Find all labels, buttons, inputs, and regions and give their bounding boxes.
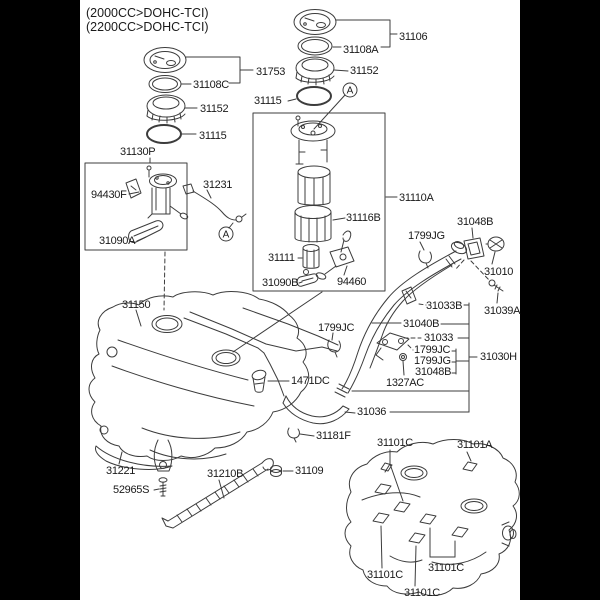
diagram-line-art [84,9,520,596]
part-label-31115-left: 31115 [199,130,227,142]
header-engine-spec-2: (2200CC>DOHC-TCI) [86,20,209,34]
fuel-pump-plate-cap-right-drawing [287,9,398,130]
part-label-31152-left: 31152 [200,103,228,115]
part-label-31036: 31036 [357,406,386,418]
part-label-31109: 31109 [295,465,323,477]
part-label-31090A: 31090A [99,235,136,247]
part-label-1799JC-tank: 1799JC [318,322,354,334]
part-label-52965S: 52965S [113,484,149,496]
part-label-1799JC-stack: 1799JC [414,344,450,356]
part-label-1799JG-neck-top: 1799JG [408,230,445,242]
part-label-31116B: 31116B [346,212,381,224]
part-label-31101A: 31101A [457,439,493,451]
part-labels: 31753 31108C 31152 31115 31106 31108A 31152 311… [91,31,521,599]
part-label-1799JG-stack: 1799JG [414,355,451,367]
part-label-94430F: 94430F [91,189,127,201]
part-label-31010: 31010 [484,266,513,278]
part-label-31039A: 31039A [484,305,521,317]
part-label-31030H: 31030H [480,351,517,363]
fuel-tank-drawing [88,291,339,461]
label-bracket-lines [351,302,478,413]
part-label-31101C-bottom-mid: 31101C [428,562,464,574]
part-label-31040B: 31040B [403,318,439,330]
tank-protector-drawing [95,439,173,497]
view-marker-a-left: A [223,230,230,241]
part-label-31108C: 31108C [193,79,229,91]
filler-neck-drawing [334,227,505,398]
part-label-1327AC: 1327AC [386,377,424,389]
part-label-31150: 31150 [122,299,150,311]
part-label-31115-right: 31115 [254,95,282,107]
part-label-31048B-stack: 31048B [415,366,451,378]
part-label-31033: 31033 [424,332,453,344]
part-label-31231: 31231 [203,179,232,191]
fuel-pump-sender-box-drawing [84,157,189,311]
tank-band-drawing [161,458,294,529]
header-labels: (2000CC>DOHC-TCI)(2200CC>DOHC-TCI) [86,6,209,34]
part-label-1471DC: 1471DC [291,375,330,387]
part-label-31106: 31106 [399,31,427,43]
part-label-31110A: 31110A [399,192,434,204]
fuel-pump-assembly-box-drawing [232,112,398,353]
tank-fittings-drawing [251,332,341,443]
header-engine-spec-1: (2000CC>DOHC-TCI) [86,6,209,20]
view-marker-a-left-circle [218,226,234,242]
part-label-94460: 94460 [337,276,366,288]
view-marker-a-right-circle [342,82,358,98]
part-label-31033B: 31033B [426,300,462,312]
fuel-pump-plate-cap-left-drawing [143,47,254,144]
part-label-31152-right: 31152 [350,65,378,77]
part-label-31221: 31221 [106,465,135,477]
part-label-31210B: 31210B [207,468,243,480]
part-label-31181F: 31181F [316,430,351,442]
part-label-31130P: 31130P [120,146,155,158]
view-marker-a-right: A [347,86,354,97]
view-markers: AA [218,82,358,242]
part-label-31101C-top-left: 31101C [377,437,413,449]
part-label-31101C-bottom-left: 31101C [367,569,403,581]
part-label-31108A: 31108A [343,44,379,56]
part-label-31048B-top: 31048B [457,216,493,228]
part-label-31753: 31753 [256,66,285,78]
fuel-pump-wiring-drawing [182,183,247,229]
part-label-31111: 31111 [268,252,295,264]
part-label-31101C-bottom: 31101C [404,587,440,599]
fuel-tank-body-drawing [344,439,520,596]
part-label-31090B: 31090B [262,277,298,289]
